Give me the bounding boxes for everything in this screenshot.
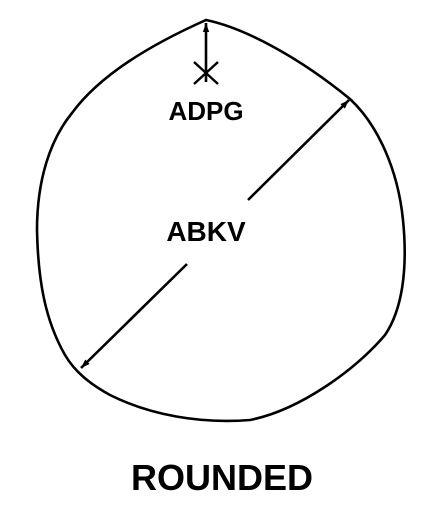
label-adpg: ADPG	[168, 96, 243, 126]
label-abkv: ABKV	[166, 216, 246, 247]
rounded-outline	[35, 18, 406, 423]
depth-cross-mark	[193, 61, 219, 85]
across-dimension-arrow-lower	[80, 263, 188, 369]
across-dimension-arrow-upper	[247, 99, 350, 201]
caption-rounded: ROUNDED	[131, 457, 313, 498]
